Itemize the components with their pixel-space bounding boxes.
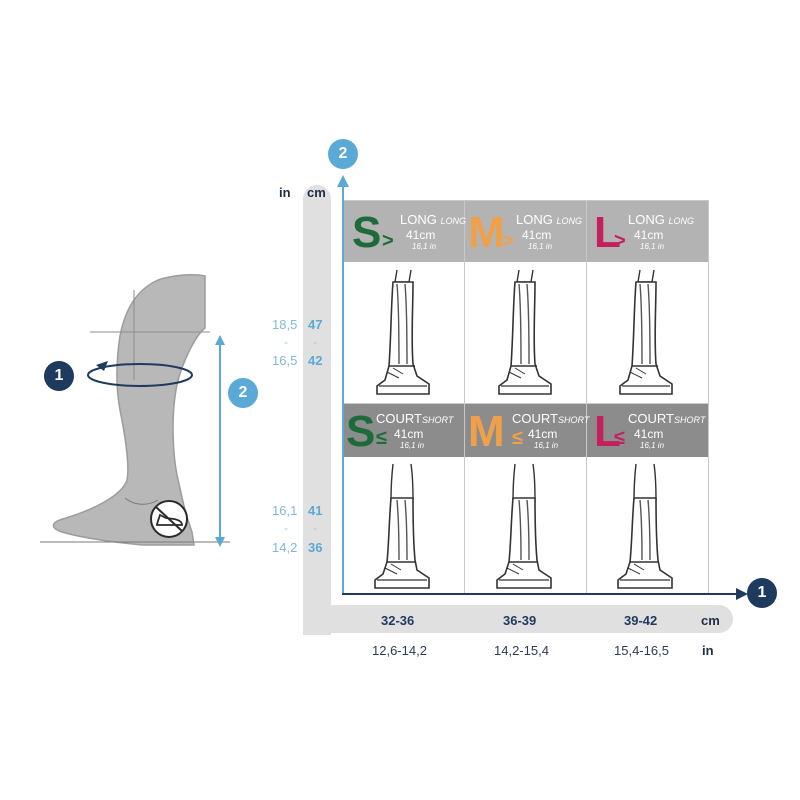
long-header-bar: [344, 201, 708, 262]
short-range-cm-sep: -: [313, 521, 317, 535]
height-threshold-cm: 41cm: [634, 427, 664, 441]
boot-type-label: LONG LONG: [400, 212, 466, 227]
short-chaps-illustration-L: [617, 463, 673, 589]
size-letter: M: [468, 208, 505, 257]
x-axis-cm-label-1: 32-36: [381, 613, 415, 628]
y-axis-arrow: [337, 175, 349, 595]
size-letter: M: [468, 407, 505, 456]
short-header-bar: [344, 404, 708, 457]
height-threshold-cm: 41cm: [394, 427, 424, 441]
height-badge: 2: [228, 378, 258, 408]
height-threshold-in: 16,1 in: [412, 242, 437, 251]
x-axis-band: [303, 605, 733, 633]
short-chaps-illustration-S: [374, 463, 430, 589]
long-range-in-sep: -: [284, 335, 288, 349]
short-range-cm-top: 41: [308, 503, 323, 518]
height-threshold-in: 16,1 in: [534, 441, 559, 450]
x-axis-in-label-2: 14,2-15,4: [494, 643, 549, 658]
header-cell-short-S: S ≤ COURTSHORT 41cm 16,1 in: [346, 406, 462, 456]
y-axis-unit-in: in: [279, 185, 291, 200]
calf-circumference-arrow: [87, 361, 193, 387]
x-axis-cm-label-3: 39-42: [624, 613, 658, 628]
row-divider: [344, 403, 708, 404]
leg-illustration: [40, 274, 230, 546]
height-threshold-cm: 41cm: [522, 228, 552, 242]
long-range-cm-sep: -: [313, 335, 317, 349]
less-equal-symbol: ≤: [614, 427, 625, 449]
height-badge-label: 2: [238, 384, 248, 401]
x-axis-in-label-3: 15,4-16,5: [614, 643, 669, 658]
long-chaps-illustration-L: [619, 269, 673, 395]
long-range-in-top: 18,5: [272, 317, 298, 332]
short-range-in-top: 16,1: [272, 503, 298, 518]
height-threshold-in: 16,1 in: [640, 441, 665, 450]
x-axis-unit-in: in: [702, 643, 714, 658]
height-threshold-in: 16,1 in: [528, 242, 553, 251]
x-axis-cm-label-2: 36-39: [503, 613, 537, 628]
y-axis-badge-label: 2: [338, 145, 348, 162]
less-equal-symbol: ≤: [512, 427, 523, 449]
size-letter: L: [594, 208, 621, 257]
height-arrow: [215, 335, 225, 547]
x-axis-badge: 1: [747, 578, 777, 608]
height-threshold-in: 16,1 in: [640, 242, 665, 251]
y-axis-band: [303, 185, 331, 635]
x-axis-arrow: [342, 588, 748, 600]
header-cell-short-M: M ≤ COURTSHORT 41cm 16,1 in: [466, 406, 589, 456]
no-shoe-icon: [150, 500, 188, 538]
boot-type-label: COURTSHORT: [376, 411, 454, 426]
long-chaps-illustration-S: [376, 269, 430, 395]
boot-type-label: LONG LONG: [628, 212, 694, 227]
header-cell-short-L: L ≤ COURTSHORT 41cm 16,1 in: [588, 406, 706, 456]
boot-type-label: LONG LONG: [516, 212, 582, 227]
leg-silhouette: [52, 274, 206, 546]
header-cell-long-L: L > LONG LONG 41cm 16,1 in: [588, 205, 706, 259]
long-range-cm-top: 47: [308, 317, 323, 332]
boot-type-label: COURTSHORT: [512, 411, 590, 426]
height-threshold-cm: 41cm: [406, 228, 436, 242]
size-letter: L: [594, 407, 621, 456]
height-threshold-in: 16,1 in: [400, 441, 425, 450]
x-axis-badge-label: 1: [757, 584, 767, 601]
greater-than-symbol: >: [382, 230, 394, 252]
short-range-cm-bottom: 36: [308, 540, 323, 555]
height-threshold-cm: 41cm: [634, 228, 664, 242]
y-axis-badge: 2: [328, 139, 358, 169]
less-equal-symbol: ≤: [376, 427, 387, 449]
greater-than-symbol: >: [614, 230, 626, 252]
short-range-in-bottom: 14,2: [272, 540, 298, 555]
header-cell-long-S: S > LONG LONG 41cm 16,1 in: [346, 205, 466, 259]
short-chaps-illustration-M: [496, 463, 552, 589]
x-axis-unit-cm: cm: [701, 613, 720, 628]
y-axis-unit-cm: cm: [307, 185, 326, 200]
boot-type-label: COURTSHORT: [628, 411, 706, 426]
long-range-in-bottom: 16,5: [272, 353, 298, 368]
height-threshold-cm: 41cm: [528, 427, 558, 441]
short-range-in-sep: -: [284, 521, 288, 535]
column-divider: [464, 201, 465, 593]
circumference-badge: 1: [44, 361, 74, 391]
size-letter: S: [346, 407, 376, 456]
greater-than-symbol: >: [502, 230, 514, 252]
circumference-badge-label: 1: [54, 367, 64, 384]
size-letter: S: [352, 208, 382, 257]
long-range-cm-bottom: 42: [308, 353, 323, 368]
long-chaps-illustration-M: [498, 269, 552, 395]
header-cell-long-M: M > LONG LONG 41cm 16,1 in: [466, 205, 584, 259]
column-divider: [586, 201, 587, 593]
x-axis-in-label-1: 12,6-14,2: [372, 643, 427, 658]
